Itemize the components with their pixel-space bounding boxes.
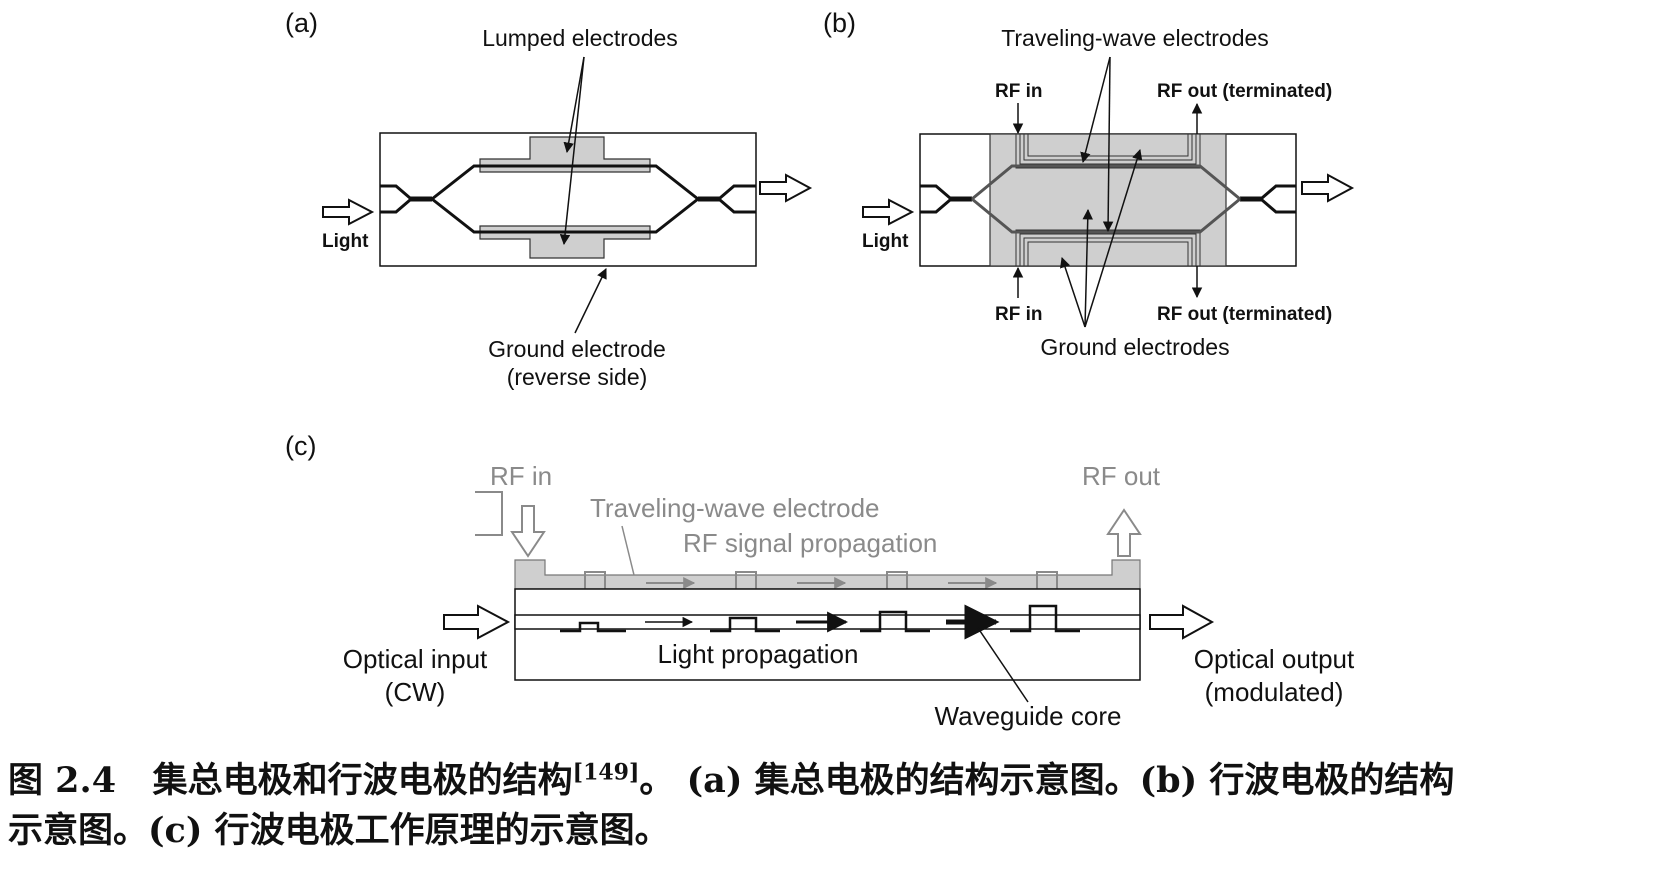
caption-reference: [149] [572,759,640,786]
panel-a: (a) Lumped electrodes Light Ground elect… [285,8,813,390]
ground-electrode-sublabel: (reverse side) [507,364,648,390]
substrate [514,588,1141,681]
traveling-wave-electrode [514,559,1141,590]
panel-a-tag: (a) [285,8,318,38]
caption-line2: 示意图。(c) 行波电极工作原理的示意图。 [8,810,670,851]
rf-in-top-label: RF in [995,81,1043,102]
ground-electrode-label: Ground electrode [488,336,666,362]
rf-out-bottom-label: RF out (terminated) [1157,304,1332,325]
panel-b: (b) Traveling-wave electrodes RF in RF o… [823,8,1355,360]
caption-label: 图 2.4 [8,760,117,801]
light-label-a: Light [322,231,369,252]
light-input-arrow-b [862,198,915,226]
light-pulses [560,604,1080,633]
traveling-wave-electrodes-label: Traveling-wave electrodes [1001,25,1269,51]
rf-in-label: RF in [490,461,552,491]
light-propagation-label: Light propagation [658,639,859,669]
diagram-canvas: (a) Lumped electrodes Light Ground elect… [285,8,1355,731]
rf-out-arrow [1106,508,1142,557]
panel-b-tag: (b) [823,8,856,38]
traveling-wave-electrode-label: Traveling-wave electrode [590,493,880,523]
light-input-arrow-a [322,198,375,226]
lumped-electrode-top [479,136,651,173]
rf-in-bottom-label: RF in [995,304,1043,325]
panel-c-tag: (c) [285,431,316,461]
lumped-electrodes-label: Lumped electrodes [482,25,678,51]
light-output-arrow-a [759,173,813,203]
optical-input-sublabel: (CW) [385,677,446,707]
optical-input-label: Optical input [343,644,488,674]
light-label-b: Light [862,231,909,252]
rf-in-arrow [510,505,546,558]
rf-input-pulse [475,491,503,536]
ground-electrodes-label: Ground electrodes [1040,334,1229,360]
light-output-arrow-b [1301,173,1355,203]
rf-out-label: RF out [1082,461,1161,491]
optical-output-label: Optical output [1194,644,1355,674]
optical-input-arrow [443,604,511,640]
figure-caption: 图 2.4 集总电极和行波电极的结构[149]。 (a) 集总电极的结构示意图。… [8,756,1668,856]
panel-c: (c) RF in RF out Traveling-wave electrod… [285,431,1355,731]
optical-output-sublabel: (modulated) [1205,677,1344,707]
caption-rest-line1: 。 (a) 集总电极的结构示意图。(b) 行波电极的结构 [639,760,1455,801]
waveguide-core-label: Waveguide core [935,701,1122,731]
rf-out-top-label: RF out (terminated) [1157,81,1332,102]
mzi-waveguide-b [920,184,1296,214]
optical-output-arrow [1149,604,1215,640]
rf-propagation-label: RF signal propagation [683,528,937,558]
caption-title: 集总电极和行波电极的结构 [152,760,573,801]
